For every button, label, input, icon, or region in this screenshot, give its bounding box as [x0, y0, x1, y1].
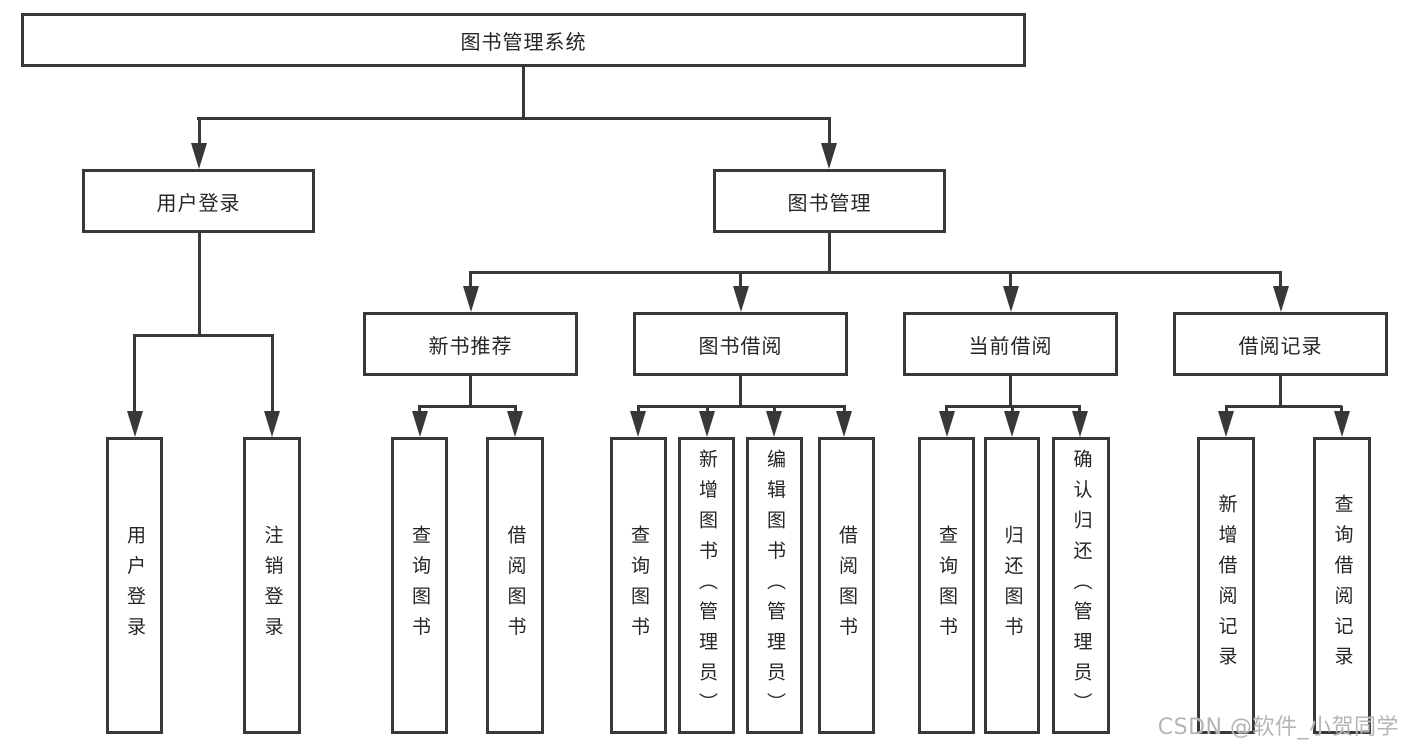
connector-book-management-stem [827, 233, 831, 272]
arrow-down [1279, 272, 1282, 286]
leaf-return-books-label: 归还图书 [1001, 524, 1024, 647]
arrow-down [1340, 406, 1343, 411]
node-user-login-label: 用户登录 [156, 190, 241, 215]
node-book-management: 图书管理 [713, 169, 946, 233]
node-book-borrowing: 图书借阅 [633, 312, 848, 376]
connector-records-crossbar [1224, 404, 1342, 408]
connector-root-stem [522, 67, 525, 120]
arrow-down [197, 118, 201, 143]
connector-borrowing-crossbar [636, 404, 846, 408]
node-current-borrowing-label: 当前借阅 [968, 333, 1053, 358]
arrow-down [739, 272, 742, 286]
connector-root-crossbar [197, 116, 831, 120]
node-library-management-system: 图书管理系统 [21, 13, 1026, 67]
leaf-add-borrow-record-label: 新增借阅记录 [1215, 494, 1238, 677]
leaf-query-books-borrowing: 查询图书 [610, 437, 667, 734]
leaf-confirm-return-admin: 确认归还（管理员） [1052, 437, 1110, 734]
node-current-borrowing: 当前借阅 [903, 312, 1118, 376]
arrow-down [513, 406, 517, 411]
leaf-add-books-admin: 新增图书（管理员） [678, 437, 735, 734]
node-new-book-recommendation: 新书推荐 [363, 312, 578, 376]
arrow-down [1078, 406, 1081, 411]
leaf-query-books-borrowing-label: 查询图书 [628, 524, 650, 647]
node-book-management-label: 图书管理 [787, 190, 872, 215]
leaf-borrow-books-recommend: 借阅图书 [486, 437, 544, 734]
arrow-down [827, 118, 831, 143]
connector-records-stem [1279, 376, 1282, 406]
arrow-down [1009, 272, 1012, 286]
connector-current-stem [1009, 376, 1012, 406]
arrow-down [418, 406, 421, 411]
node-user-login: 用户登录 [82, 169, 315, 233]
arrow-down [1010, 406, 1014, 411]
leaf-add-books-admin-label: 新增图书（管理员） [696, 448, 718, 723]
node-borrowing-records: 借阅记录 [1173, 312, 1388, 376]
leaf-user-login-label: 用户登录 [124, 524, 146, 647]
connector-book-management-crossbar [469, 270, 1282, 274]
leaf-borrow-books-borrowing-label: 借阅图书 [836, 524, 858, 647]
arrow-down [1224, 406, 1228, 411]
leaf-query-books-current-label: 查询图书 [936, 524, 958, 647]
connector-borrowing-stem [739, 376, 742, 406]
connector-recommendation-stem [469, 376, 472, 406]
csdn-watermark: CSDN @软件_小贺同学 [1157, 715, 1399, 740]
arrow-down [133, 335, 136, 411]
leaf-logout-login: 注销登录 [243, 437, 301, 734]
leaf-confirm-return-admin-label: 确认归还（管理员） [1070, 448, 1093, 723]
connector-user-login-crossbar [133, 333, 274, 337]
node-borrowing-records-label: 借阅记录 [1238, 333, 1323, 358]
arrow-down [705, 406, 709, 411]
connector-user-login-stem [197, 233, 201, 335]
leaf-logout-login-label: 注销登录 [261, 524, 284, 647]
leaf-borrow-books-recommend-label: 借阅图书 [504, 524, 527, 647]
leaf-add-borrow-record: 新增借阅记录 [1197, 437, 1255, 734]
leaf-borrow-books-borrowing: 借阅图书 [818, 437, 875, 734]
leaf-return-books: 归还图书 [984, 437, 1040, 734]
leaf-edit-books-admin: 编辑图书（管理员） [746, 437, 803, 734]
arrow-down [772, 406, 776, 411]
leaf-query-books-current: 查询图书 [918, 437, 975, 734]
node-library-management-system-label: 图书管理系统 [460, 29, 587, 54]
leaf-query-books-recommend: 查询图书 [391, 437, 448, 734]
arrow-down [842, 406, 846, 411]
arrow-down [469, 272, 472, 286]
leaf-query-books-recommend-label: 查询图书 [409, 524, 431, 647]
leaf-query-borrow-record-label: 查询借阅记录 [1331, 494, 1354, 677]
arrow-down [270, 335, 274, 411]
leaf-edit-books-admin-label: 编辑图书（管理员） [764, 448, 786, 723]
connector-recommendation-crossbar [418, 404, 517, 408]
leaf-query-borrow-record: 查询借阅记录 [1313, 437, 1371, 734]
leaf-user-login: 用户登录 [106, 437, 163, 734]
node-book-borrowing-label: 图书借阅 [698, 333, 783, 358]
node-new-book-recommendation-label: 新书推荐 [428, 333, 513, 358]
arrow-down [636, 406, 640, 411]
arrow-down [945, 406, 948, 411]
